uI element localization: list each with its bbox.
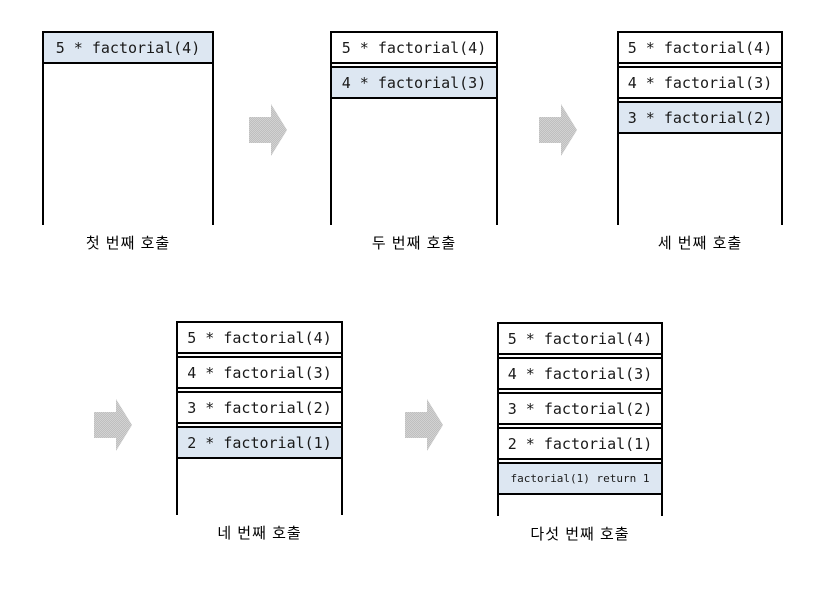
stack-frames: 5 * factorial(4)4 * factorial(3)3 * fact… bbox=[176, 321, 343, 459]
right-arrow-icon bbox=[249, 104, 287, 156]
stack-caption: 두 번째 호출 bbox=[371, 235, 457, 252]
stack-frame: factorial(1) return 1 bbox=[497, 462, 663, 495]
stack-caption: 다섯 번째 호출 bbox=[530, 526, 630, 543]
right-arrow-icon bbox=[94, 399, 132, 451]
stack-frames: 5 * factorial(4)4 * factorial(3)3 * fact… bbox=[497, 322, 663, 495]
stack-walls bbox=[42, 31, 214, 225]
stack-frames: 5 * factorial(4)4 * factorial(3)3 * fact… bbox=[617, 31, 783, 134]
stack-frame: 4 * factorial(3) bbox=[176, 356, 343, 389]
stack-caption: 세 번째 호출 bbox=[657, 235, 743, 252]
stack-fourth-call: 5 * factorial(4)4 * factorial(3)3 * fact… bbox=[176, 321, 343, 542]
stack-walls bbox=[330, 31, 498, 225]
stack-frame: 5 * factorial(4) bbox=[176, 321, 343, 354]
stack-frame: 5 * factorial(4) bbox=[42, 31, 214, 64]
stack-frame: 3 * factorial(2) bbox=[176, 391, 343, 424]
stack-caption: 네 번째 호출 bbox=[217, 525, 302, 542]
stack-frame: 4 * factorial(3) bbox=[330, 66, 498, 99]
stack-frame: 3 * factorial(2) bbox=[497, 392, 663, 425]
stack-caption: 첫 번째 호출 bbox=[85, 235, 171, 252]
stack-third-call: 5 * factorial(4)4 * factorial(3)3 * fact… bbox=[617, 31, 783, 252]
stack-frame: 5 * factorial(4) bbox=[330, 31, 498, 64]
stack-frame: 4 * factorial(3) bbox=[617, 66, 783, 99]
stack-frame: 2 * factorial(1) bbox=[176, 426, 343, 459]
right-arrow-icon bbox=[405, 399, 443, 451]
stack-frames: 5 * factorial(4)4 * factorial(3) bbox=[330, 31, 498, 99]
stack-frame: 5 * factorial(4) bbox=[497, 322, 663, 355]
stack-frames: 5 * factorial(4) bbox=[42, 31, 214, 64]
stack-frame: 3 * factorial(2) bbox=[617, 101, 783, 134]
stack-first-call: 5 * factorial(4) 첫 번째 호출 bbox=[42, 31, 214, 252]
stack-frame: 5 * factorial(4) bbox=[617, 31, 783, 64]
stack-frame: 4 * factorial(3) bbox=[497, 357, 663, 390]
stack-frame: 2 * factorial(1) bbox=[497, 427, 663, 460]
right-arrow-icon bbox=[539, 104, 577, 156]
stack-fifth-call: 5 * factorial(4)4 * factorial(3)3 * fact… bbox=[497, 322, 663, 543]
stack-second-call: 5 * factorial(4)4 * factorial(3) 두 번째 호출 bbox=[330, 31, 498, 252]
